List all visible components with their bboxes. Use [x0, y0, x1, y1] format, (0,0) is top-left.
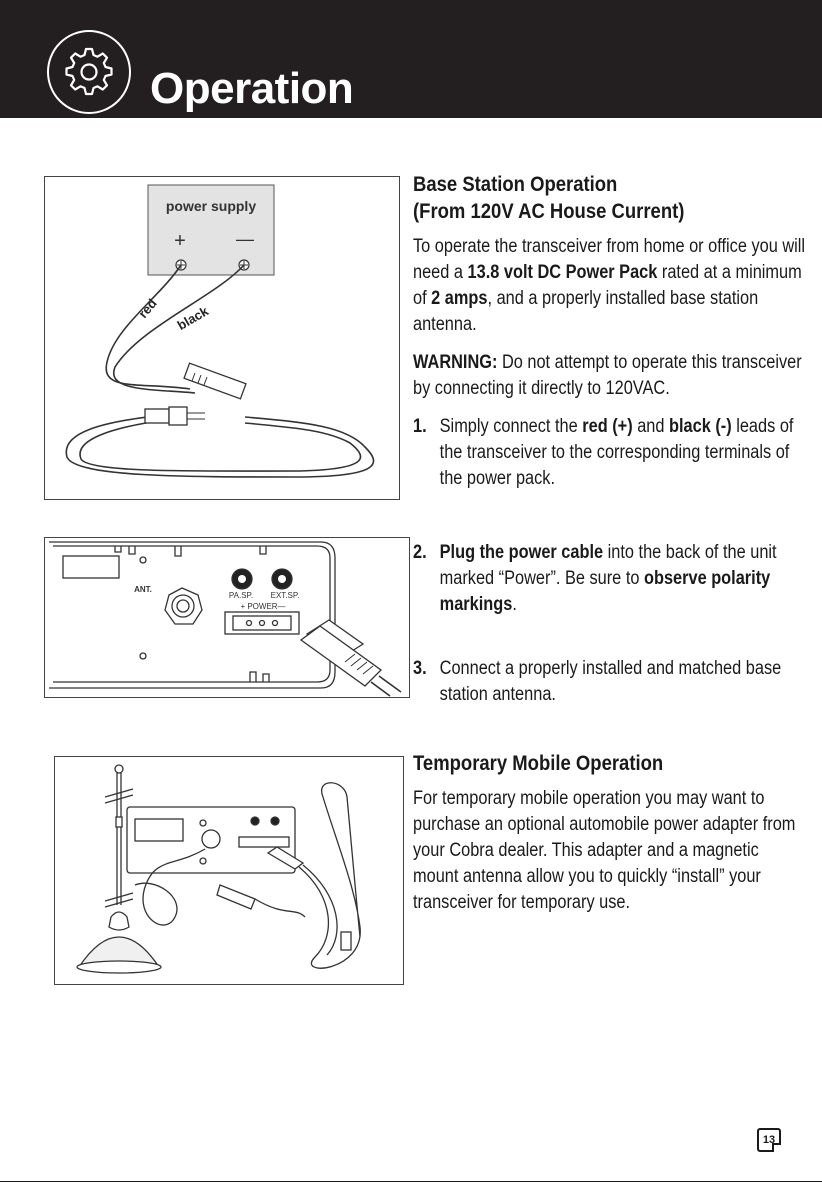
- black-wire-label: black: [175, 303, 212, 333]
- pa-sp-label: PA.SP.: [229, 591, 253, 600]
- step-3: 3. Connect a properly installed and matc…: [413, 658, 782, 705]
- ant-label: ANT.: [134, 585, 152, 594]
- step-2: 2. Plug the power cable into the back of…: [413, 542, 777, 615]
- minus-terminal-label: —: [236, 229, 254, 249]
- red-wire-label: red: [135, 296, 160, 321]
- page-number: 13: [757, 1128, 781, 1152]
- mobile-heading: Temporary Mobile Operation: [413, 752, 664, 775]
- warning-note: WARNING: Do not attempt to operate this …: [413, 352, 802, 399]
- page-title: Operation: [150, 64, 354, 113]
- step-number: 3.: [413, 658, 427, 679]
- mobile-text: For temporary mobile operation you may w…: [413, 788, 796, 913]
- page-header: Operation: [0, 0, 822, 118]
- step-1: 1. Simply connect the red (+) and black …: [413, 416, 794, 489]
- mobile-section: Temporary Mobile Operation For temporary…: [413, 750, 805, 916]
- base-station-intro: To operate the transceiver from home or …: [413, 236, 806, 335]
- base-station-heading: Base Station Operation (From 120V AC Hou…: [413, 173, 685, 223]
- power-supply-label: power supply: [166, 198, 256, 214]
- plus-terminal-label: +: [174, 230, 186, 252]
- base-station-section: Base Station Operation (From 120V AC Hou…: [413, 171, 805, 492]
- warning-label: WARNING:: [413, 352, 498, 373]
- mobile-setup-illustration: [54, 756, 404, 985]
- ext-sp-label: EXT.SP.: [271, 591, 300, 600]
- power-supply-illustration: power supply + — red black: [44, 176, 400, 500]
- rear-panel-illustration: ANT. PA.SP. EXT.SP. + POWER—: [44, 537, 410, 698]
- power-label: + POWER—: [240, 602, 285, 611]
- step-number: 2.: [413, 542, 427, 563]
- gear-icon: [47, 30, 131, 114]
- step-number: 1.: [413, 416, 427, 437]
